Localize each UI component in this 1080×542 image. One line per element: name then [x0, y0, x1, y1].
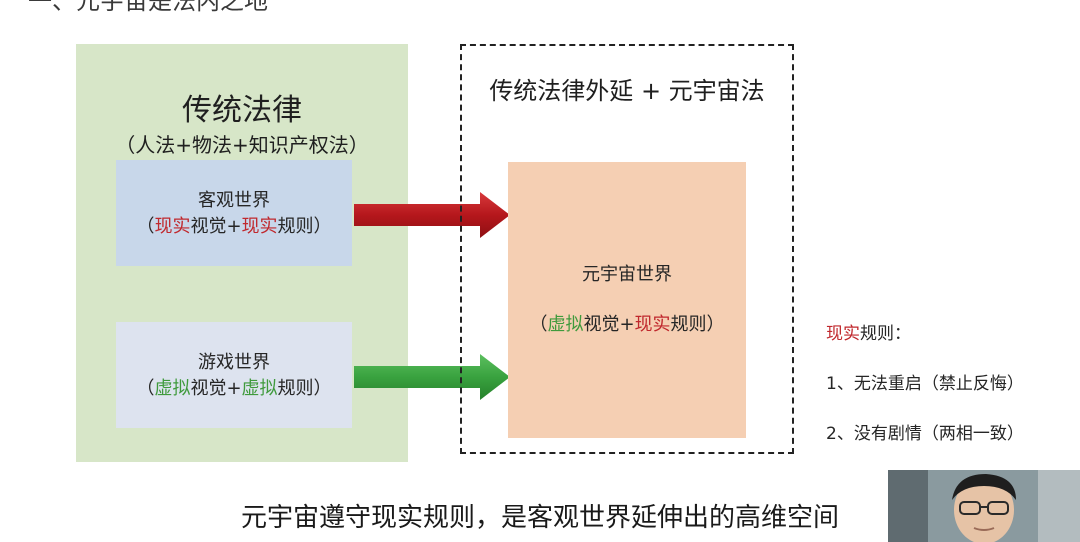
rule-suffix: 规则） [277, 216, 332, 237]
section-title: 一、元宇宙是法内之地 [28, 0, 268, 15]
rule-suffix: 规则） [277, 378, 332, 399]
objective-arrow-shape [354, 192, 510, 238]
metaverse-law-title: 传统法律外延 + 元宇宙法 [489, 77, 765, 105]
presenter-webcam [888, 470, 1080, 542]
rule-suffix: 规则） [670, 314, 725, 335]
right-arrow-icon [354, 192, 510, 238]
rule-item-no-plot: 2、没有剧情（两相一致） [826, 424, 1024, 444]
real-rule-word: 现实 [241, 216, 278, 237]
metaverse-law-frame [460, 44, 794, 454]
traditional-law-title: 传统法律 [182, 93, 302, 128]
presenter-avatar [888, 470, 1080, 542]
objective-world-rule: （现实视觉+现实规则） [116, 214, 352, 240]
visual-suffix: 视觉+ [190, 378, 242, 399]
objective-world-box: 客观世界 （现实视觉+现实规则） [116, 160, 352, 266]
rules-suffix: 规则： [860, 324, 911, 344]
subtitle-caption: 元宇宙遵守现实规则，是客观世界延伸出的高维空间 [240, 503, 839, 533]
game-world-box: 游戏世界 （虚拟视觉+虚拟规则） [116, 322, 352, 428]
rule-item-no-restart: 1、无法重启（禁止反悔） [826, 374, 1024, 394]
game-world-name: 游戏世界 [198, 352, 270, 373]
visual-suffix: 视觉+ [190, 216, 242, 237]
visual-suffix: 视觉+ [583, 314, 635, 335]
virtual-rule-word: 虚拟 [241, 378, 278, 399]
metaverse-world-name: 元宇宙世界 [582, 264, 672, 285]
rule-open-paren: （ [529, 314, 548, 335]
right-arrow-icon [354, 354, 510, 400]
virtual-visual-word: 虚拟 [547, 314, 584, 335]
real-rules-heading: 现实规则： [826, 322, 1024, 346]
metaverse-world-rule: （虚拟视觉+现实规则） [508, 312, 746, 338]
real-rule-word: 现实 [634, 314, 671, 335]
traditional-law-subtitle: （人法+物法+知识产权法） [115, 133, 369, 157]
rule-open-paren: （ [136, 216, 155, 237]
objective-world-name: 客观世界 [198, 190, 270, 211]
real-rules-panel: 现实规则： 1、无法重启（禁止反悔） 2、没有剧情（两相一致） [826, 322, 1024, 472]
rule-open-paren: （ [136, 378, 155, 399]
game-arrow-shape [354, 354, 510, 400]
virtual-visual-word: 虚拟 [154, 378, 191, 399]
metaverse-world-box: 元宇宙世界 （虚拟视觉+现实规则） [508, 162, 746, 438]
real-word: 现实 [826, 324, 860, 344]
game-world-rule: （虚拟视觉+虚拟规则） [116, 376, 352, 402]
real-visual-word: 现实 [154, 216, 191, 237]
